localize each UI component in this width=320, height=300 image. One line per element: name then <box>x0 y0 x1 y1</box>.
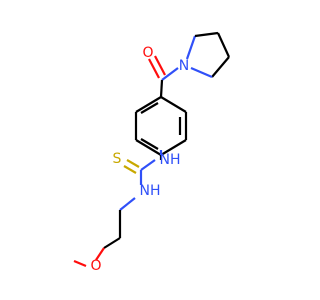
bond-ar-inner-3 <box>140 102 159 114</box>
bond-nh-c <box>140 159 156 171</box>
bond-n-c1 <box>185 35 197 60</box>
bond-cs-1 <box>126 159 140 168</box>
pyrrolidine-ring <box>185 31 230 79</box>
amide-group <box>148 55 179 98</box>
thiourea-group <box>123 159 156 185</box>
bond-ch2-o <box>95 247 105 261</box>
bond-carbonyl-o-1 <box>148 58 160 79</box>
bond-nh-ch2 <box>119 197 136 211</box>
lower-nh-label: NH <box>140 183 161 199</box>
methoxy-oxygen-label: O <box>90 258 101 274</box>
propyl-chain <box>73 197 136 268</box>
bond-ring-carbonyl <box>159 79 164 98</box>
bond-ar-1 <box>160 96 187 113</box>
bond-ar-inner-2 <box>140 138 159 150</box>
bond-o-ch3 <box>73 259 87 268</box>
bond-ar-3 <box>160 139 187 156</box>
bond-ar-4 <box>135 139 162 156</box>
bond-c2-c3 <box>217 32 230 58</box>
amide-nitrogen-label: N <box>179 58 189 74</box>
bond-carbonyl-n <box>161 67 179 81</box>
bond-carbonyl-o-2 <box>154 55 166 76</box>
benzene-ring <box>134 96 188 156</box>
bond-c1-c2 <box>194 31 219 38</box>
atom-labels: O N S NH NH O <box>90 45 189 274</box>
bond-cs-2 <box>123 165 137 174</box>
sulfur-label: S <box>113 151 122 167</box>
carbonyl-oxygen-label: O <box>142 45 153 61</box>
molecule-structure: O N S NH NH O <box>73 31 230 274</box>
bond-c4-n <box>190 66 213 79</box>
bond-ch2-ch2b <box>103 237 121 249</box>
upper-nh-label: NH <box>160 152 181 168</box>
bond-ar-6 <box>135 96 162 113</box>
bond-c3-c4 <box>211 56 230 78</box>
